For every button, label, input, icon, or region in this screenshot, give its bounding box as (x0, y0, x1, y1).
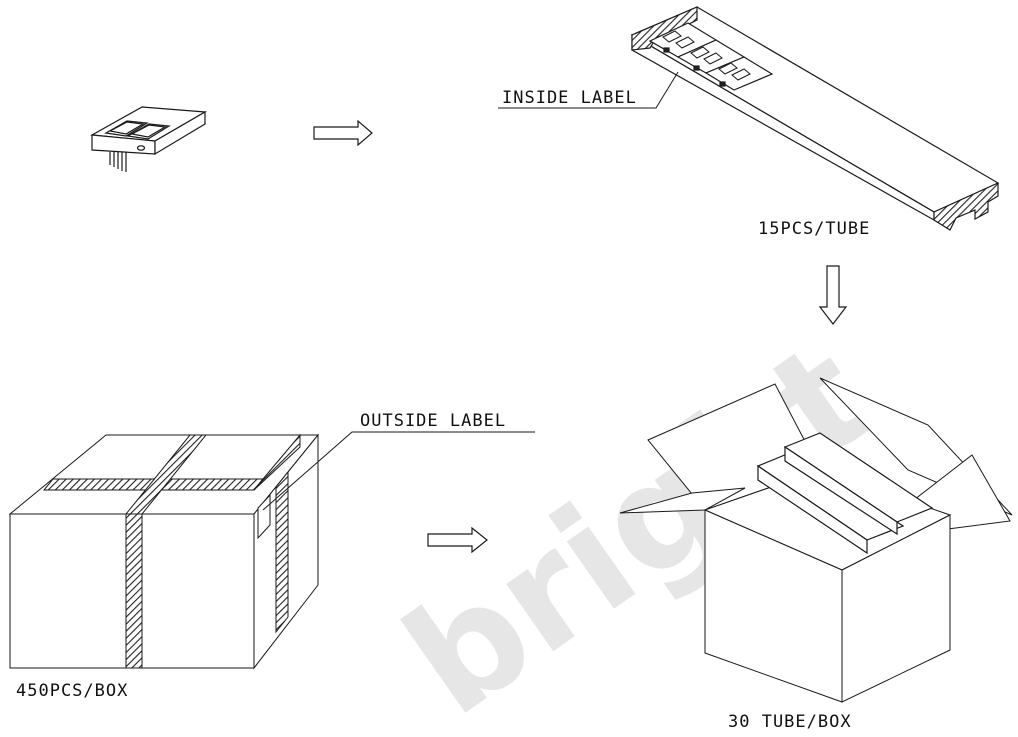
led-display-component (90, 106, 207, 172)
inside-label-leader (498, 71, 679, 109)
inside-label-text: INSIDE LABEL (502, 88, 637, 108)
down-arrow-icon (818, 265, 848, 325)
right-arrow-icon (313, 119, 373, 147)
outside-label-leader (262, 431, 535, 511)
box-qty-text: 450PCS/BOX (16, 681, 128, 701)
strap (275, 470, 289, 634)
tube-qty-text: 15PCS/TUBE (758, 219, 870, 239)
carton-qty-text: 30 TUBE/BOX (728, 712, 852, 732)
outside-label-text: OUTSIDE LABEL (360, 411, 506, 431)
tube (630, 6, 1000, 231)
right-arrow-icon (427, 526, 488, 554)
inside-label-sticker (663, 47, 670, 53)
strap (253, 433, 301, 491)
shipping-box (8, 433, 320, 670)
outside-label-sticker (257, 493, 271, 540)
strap (125, 513, 143, 669)
open-carton (619, 377, 1013, 703)
tube-in-carton (756, 432, 934, 555)
